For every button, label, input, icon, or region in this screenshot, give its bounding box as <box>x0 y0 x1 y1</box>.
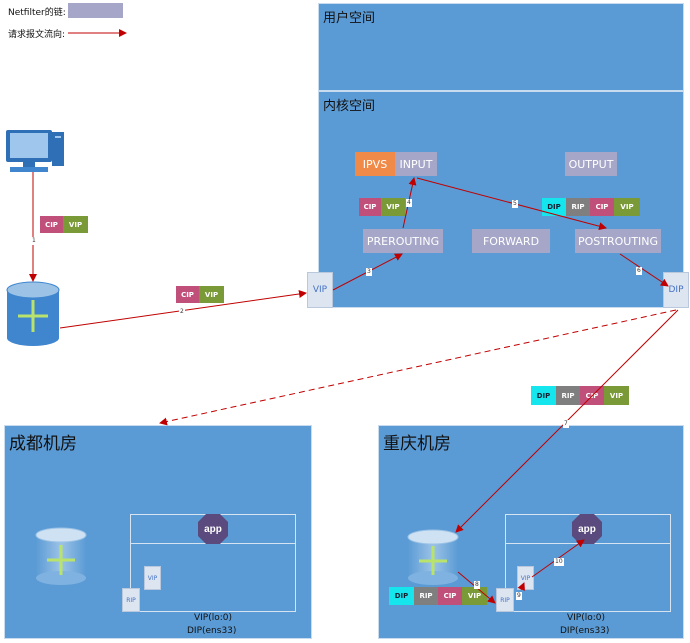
flow-arrow-6 <box>619 253 669 287</box>
director-vip-interface: VIP <box>307 272 333 308</box>
chengdu-dip-note: DIP(ens33) <box>187 626 237 636</box>
step-label: 9 <box>516 592 522 600</box>
flow-arrow-5 <box>416 177 607 231</box>
legend-chain-swatch <box>68 3 123 18</box>
chongqing-vip-note: VIP(lo:0) <box>567 613 606 623</box>
chongqing-rip-interface: RIP <box>496 588 514 612</box>
tag-vip: VIP <box>604 386 629 405</box>
tag-dip: DIP <box>531 386 556 405</box>
step-label: 5 <box>512 200 518 208</box>
step-label: 2 <box>179 308 185 316</box>
computer-icon <box>6 130 64 172</box>
step-label: 1 <box>31 237 37 245</box>
tag-rip: RIP <box>566 198 590 216</box>
chengdu-title: 成都机房 <box>9 434 77 454</box>
forward-chain: FORWARD <box>472 229 550 253</box>
tag-vip: VIP <box>63 216 88 233</box>
input-chain: INPUT <box>395 152 437 176</box>
tag-rip: RIP <box>414 587 438 605</box>
router-icon <box>407 529 459 585</box>
chongqing-dip-note: DIP(ens33) <box>560 626 610 636</box>
tag-cip: CIP <box>359 198 381 216</box>
legend-flow-label: 请求报文流向: <box>8 30 66 40</box>
router-icon <box>35 527 87 585</box>
tag-vip: VIP <box>381 198 405 216</box>
user-space-panel: 用户空间 <box>318 3 684 91</box>
tag-vip: VIP <box>614 198 640 216</box>
app-octagon-icon: app <box>572 514 602 544</box>
chengdu-rip-interface: RIP <box>122 588 140 612</box>
tag-cip: CIP <box>438 587 462 605</box>
chongqing-title: 重庆机房 <box>383 434 451 454</box>
flow-arrow-dashed <box>159 309 677 426</box>
output-chain: OUTPUT <box>565 152 617 176</box>
prerouting-chain: PREROUTING <box>363 229 443 253</box>
legend-chain-label: Netfilter的链: <box>8 8 66 18</box>
user-space-title: 用户空间 <box>323 11 376 26</box>
tag-rip: RIP <box>556 386 580 405</box>
chengdu-vip-interface: VIP <box>144 566 161 590</box>
router-icon <box>6 281 60 346</box>
postrouting-chain: POSTROUTING <box>575 229 661 253</box>
tag-cip: CIP <box>590 198 614 216</box>
tag-vip: VIP <box>199 286 224 303</box>
chengdu-vip-note: VIP(lo:0) <box>194 613 233 623</box>
tag-dip: DIP <box>389 587 414 605</box>
step-label: 3 <box>366 268 372 276</box>
step-label: 4 <box>406 199 412 207</box>
step-label: 7 <box>563 420 569 428</box>
flow-arrow-9 <box>517 582 525 592</box>
tag-dip: DIP <box>542 198 566 216</box>
app-octagon-icon: app <box>198 514 228 544</box>
app-label: app <box>204 524 222 535</box>
step-label: 6 <box>636 267 642 275</box>
step-label: 10 <box>554 558 564 566</box>
app-label: app <box>578 524 596 535</box>
tag-cip: CIP <box>40 216 63 233</box>
chengdu-datacenter-panel: 成都机房 <box>4 425 312 639</box>
director-dip-interface: DIP <box>663 272 689 308</box>
kernel-space-title: 内核空间 <box>323 99 376 114</box>
step-label: 8 <box>474 581 480 589</box>
tag-cip: CIP <box>176 286 199 303</box>
ipvs-chain: IPVS <box>355 152 395 176</box>
